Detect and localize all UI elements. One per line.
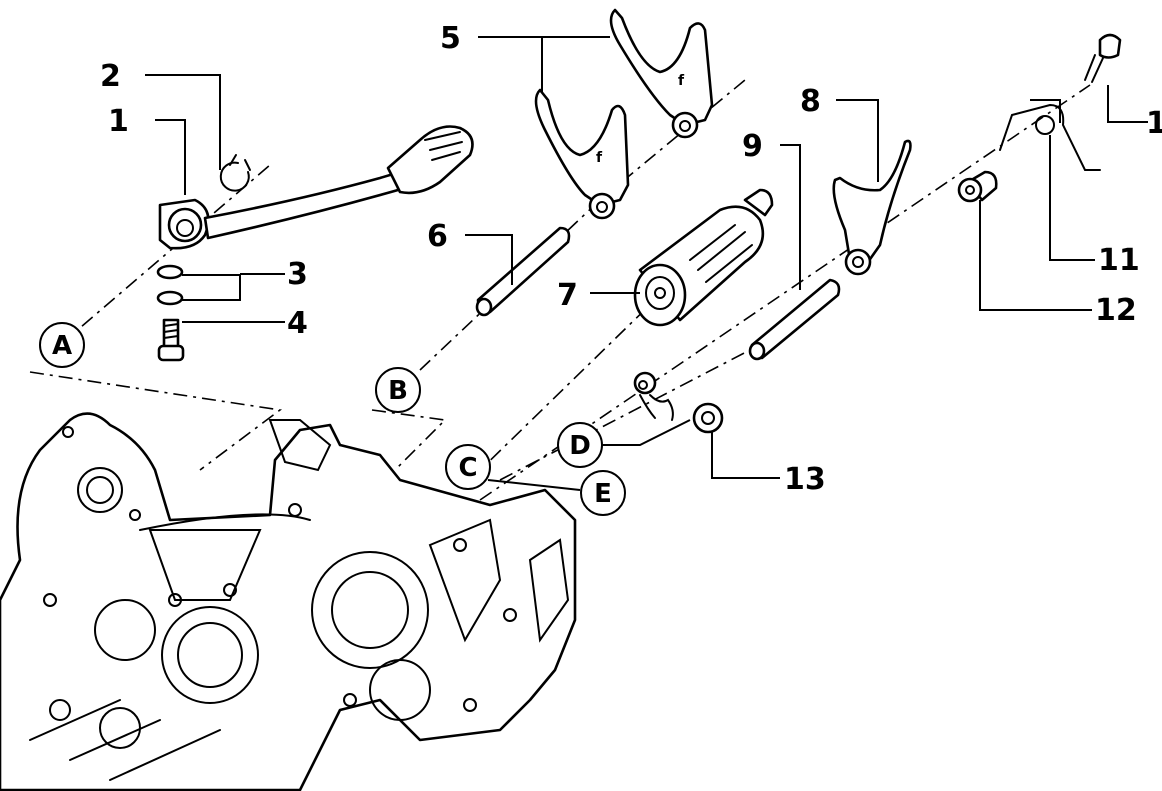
label-part-8: 8 [800, 84, 821, 119]
label-part-4: 4 [287, 306, 308, 341]
bolt-10 [1084, 33, 1122, 83]
label-part-7: 7 [557, 278, 578, 313]
label-part-5: 5 [440, 21, 461, 56]
label-part-6: 6 [427, 219, 448, 254]
fork-shaft-9 [748, 278, 841, 361]
callout-d: D [557, 422, 603, 468]
callout-letter: E [594, 479, 612, 509]
label-part-11: 11 [1098, 243, 1140, 278]
washer-13 [692, 402, 724, 434]
shift-fork-upper: f [609, 8, 714, 139]
label-part-1: 1 [108, 104, 129, 139]
callout-bubble [39, 322, 85, 368]
axis-b-to-case [371, 409, 447, 471]
axis-a [59, 164, 271, 346]
shift-fork-lower: f [534, 88, 630, 220]
fork-mark: f [678, 73, 685, 89]
label-part-13: 13 [784, 462, 826, 497]
callout-bubble [445, 444, 491, 490]
fork-shaft-6 [475, 226, 571, 317]
callout-letter: D [569, 431, 591, 461]
callout-b: B [375, 367, 421, 413]
shift-drum [633, 188, 774, 327]
gearshift-pedal [158, 125, 474, 250]
washers [156, 264, 184, 306]
callout-bubble [375, 367, 421, 413]
label-part-12: 12 [1095, 293, 1137, 328]
leader-lines [145, 36, 1148, 491]
callout-bubble [580, 470, 626, 516]
circlip [219, 154, 251, 192]
part-labels: 1 2 3 4 5 6 7 8 9 1 11 12 13 [100, 21, 1162, 497]
stopper-lever [633, 371, 674, 421]
fork-mark: f [596, 150, 603, 166]
bolt [157, 318, 185, 362]
callout-a: A [39, 322, 85, 368]
callout-letter: A [52, 331, 72, 361]
callout-letter: B [388, 376, 408, 406]
callout-letter: C [458, 453, 477, 483]
callout-c: C [445, 444, 491, 490]
label-part-2: 2 [100, 59, 121, 94]
axis-a-to-case [29, 371, 283, 471]
crankcase [0, 412, 577, 791]
axis-d [499, 349, 751, 481]
callout-bubble [557, 422, 603, 468]
label-part-3: 3 [287, 257, 308, 292]
callout-e: E [580, 470, 626, 516]
label-part-9: 9 [742, 129, 763, 164]
roller [957, 170, 998, 203]
shift-fork-8 [832, 139, 912, 276]
label-part-10: 1 [1146, 106, 1162, 141]
